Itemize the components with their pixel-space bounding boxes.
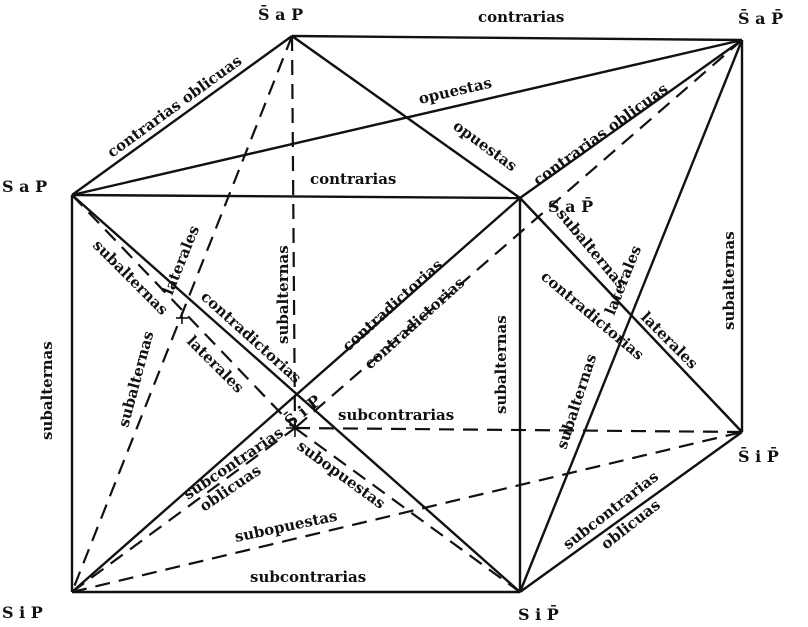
edge-top-diag-opuestas-2 xyxy=(291,35,521,199)
edge-front-diag-2 xyxy=(71,197,521,593)
edge-top-left xyxy=(71,35,293,196)
label-contrarias-front: contrarias xyxy=(310,170,396,188)
label-subcontrarias-back: subcontrarias xyxy=(338,406,454,424)
label-subalternas-back-vertical: subalternas xyxy=(274,245,292,344)
dashed-back-to-topleft xyxy=(71,194,296,429)
edge-top-right xyxy=(519,39,743,199)
vertex-bottom-right-back: S̄ i P̄ xyxy=(738,446,779,466)
label-subalternas-diag-lower-left: subalternas xyxy=(114,329,157,429)
label-contrarias-oblicuas-left: contrarias oblicuas xyxy=(104,52,245,162)
label-laterales-upper-left: laterales xyxy=(159,223,203,298)
edge-right-bottom xyxy=(519,431,743,593)
edge-top-back xyxy=(291,34,743,42)
vertex-top-left-front: S a P xyxy=(2,177,47,196)
vertex-top-right-front: S a P̄ xyxy=(548,196,593,216)
label-subalternas-center-vertical: subalternas xyxy=(492,315,510,414)
dashed-back-bottom xyxy=(294,426,743,434)
vertex-bottom-left-back: S̄ i P xyxy=(280,390,324,431)
label-subalternas-left: subalternas xyxy=(38,341,56,440)
label-contrarias-oblicuas-right: contrarias oblicuas xyxy=(530,80,671,190)
label-subalternas-diag-right-lower: subalternas xyxy=(553,352,601,451)
dashed-top-right-to-back xyxy=(294,39,743,429)
dashed-left-bottom-to-back-right xyxy=(71,430,743,594)
label-subcontrarias-bottom: subcontrarias xyxy=(250,568,366,586)
edge-front-top xyxy=(71,193,521,200)
dashed-back-vertical xyxy=(290,35,297,429)
vertex-top-right-back: S̄ a P̄ xyxy=(738,8,783,28)
dashed-back-left xyxy=(71,427,296,593)
label-laterales-right-lower: laterales xyxy=(637,308,701,372)
vertex-bottom-right-front: S i P̄ xyxy=(518,604,559,624)
edge-right-diag-subalternas xyxy=(518,39,744,593)
label-contrarias-top: contrarias xyxy=(478,8,564,26)
vertex-bottom-left-front: S i P xyxy=(2,603,43,622)
label-opuestas-mid: opuestas xyxy=(450,117,521,175)
vertex-top-left-back: S̄ a P xyxy=(258,4,303,24)
dashed-front-to-back-right xyxy=(519,197,743,433)
label-subalternas-diag-left: subalternas xyxy=(89,236,172,319)
label-subopuestas-1: subopuestas xyxy=(294,437,389,513)
label-subalternas-right-vertical: subalternas xyxy=(720,231,738,330)
label-opuestas-top: opuestas xyxy=(417,74,494,108)
